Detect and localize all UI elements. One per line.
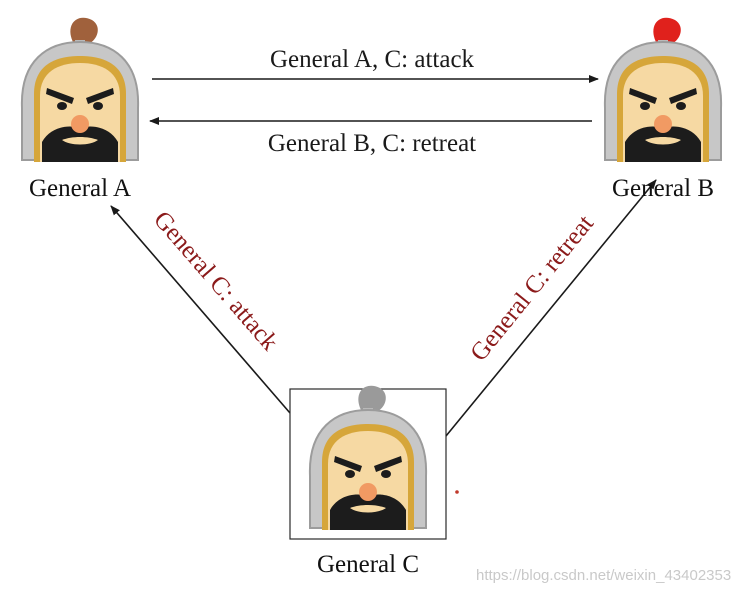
general-c-icon (308, 385, 428, 530)
message-c-to-a: General C: attack (148, 206, 283, 356)
message-c-to-b: General C: retreat (465, 210, 599, 366)
arrow-c-to-b (445, 179, 657, 437)
general-c-label: General C (317, 551, 419, 578)
general-a-label: General A (29, 175, 131, 202)
general-b-icon (603, 17, 723, 162)
arrow-c-to-a (110, 205, 291, 414)
general-b-label: General B (612, 175, 714, 202)
general-a-icon (20, 17, 140, 162)
message-b-to-a: General B, C: retreat (268, 130, 476, 157)
red-dot (455, 490, 459, 494)
message-a-to-b: General A, C: attack (270, 46, 475, 73)
watermark-text: https://blog.csdn.net/weixin_43402353 (476, 567, 732, 584)
